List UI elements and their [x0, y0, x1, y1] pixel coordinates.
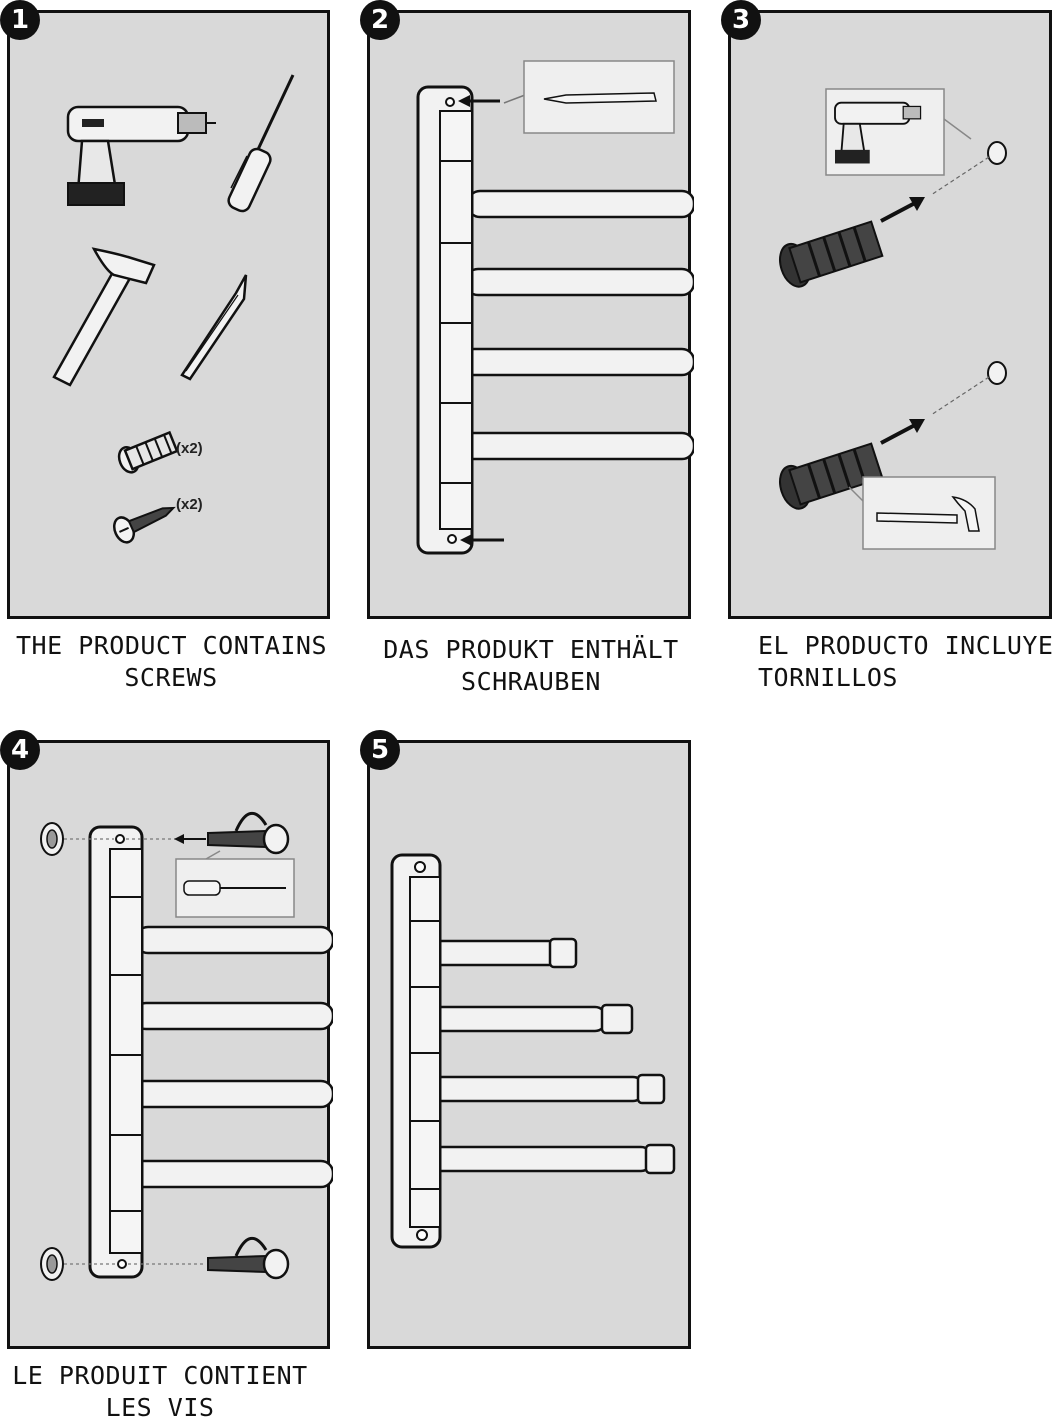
wall-anchor-icon — [779, 220, 884, 288]
step-caption-4-line-1: LE PRODUIT CONTIENT — [12, 1361, 308, 1390]
step-badge-3: 3 — [721, 0, 761, 40]
hammer-icon — [52, 247, 156, 387]
step-caption-2-line-1: DAS PRODUKT ENTHÄLT — [383, 635, 679, 664]
step-badge-4: 4 — [0, 730, 40, 770]
screwdriver-icon — [183, 880, 286, 896]
step-caption-3-line-2: TORNILLOS — [758, 663, 898, 692]
drill-icon — [834, 101, 922, 164]
pencil-icon — [180, 274, 248, 381]
step-caption-4: LE PRODUIT CONTIENT LES VIS — [10, 1360, 310, 1424]
screw-icon — [112, 506, 176, 544]
arrow-icon — [880, 197, 925, 445]
wall-anchor-icon — [40, 822, 64, 1281]
step-caption-2: DAS PRODUKT ENTHÄLT SCHRAUBEN — [376, 634, 686, 698]
step-caption-3-line-1: EL PRODUCTO INCLUYE — [758, 631, 1054, 660]
step-badge-1: 1 — [0, 0, 40, 40]
screw-quantity: (x2) — [176, 496, 203, 513]
screw-icon — [207, 812, 290, 1280]
towel-rack-icon — [416, 85, 694, 555]
step-caption-4-line-2: LES VIS — [105, 1393, 215, 1422]
hammer-icon — [876, 496, 980, 532]
arrow-icon — [458, 95, 504, 546]
step-panel-3 — [728, 10, 1052, 619]
towel-rack-icon — [88, 825, 333, 1279]
wall-anchor-icon — [779, 442, 884, 510]
screwdriver-icon — [227, 74, 295, 213]
arrow-icon — [174, 834, 206, 844]
wall-anchor-icon — [117, 430, 179, 474]
step-panel-4 — [7, 740, 333, 1349]
drill-icon — [66, 105, 216, 206]
step-badge-5: 5 — [360, 730, 400, 770]
step-panel-2 — [367, 10, 694, 619]
step-caption-2-line-2: SCHRAUBEN — [461, 667, 601, 696]
step-panel-5 — [367, 740, 691, 1349]
step-caption-3: EL PRODUCTO INCLUYE TORNILLOS — [758, 630, 1054, 694]
towel-rack-icon — [390, 853, 676, 1249]
step-caption-1-line-1: THE PRODUCT CONTAINS — [16, 631, 328, 660]
pencil-icon — [543, 92, 657, 104]
step-panel-1: (x2) (x2) — [7, 10, 330, 619]
anchor-quantity: (x2) — [176, 440, 203, 457]
step-badge-2: 2 — [360, 0, 400, 40]
step-caption-1: THE PRODUCT CONTAINS SCREWS — [16, 630, 328, 694]
step-caption-1-line-2: SCREWS — [124, 663, 218, 692]
